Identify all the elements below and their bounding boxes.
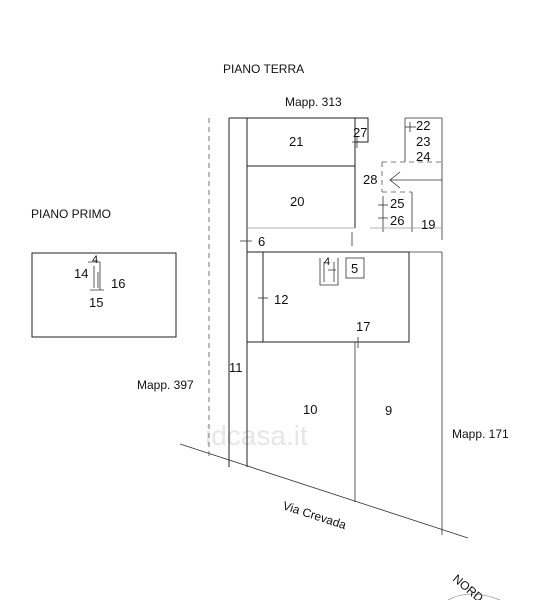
watermark: idcasa.it	[205, 420, 308, 451]
street-line	[179, 443, 469, 539]
room-label: 14	[74, 266, 88, 281]
room-label: 24	[416, 149, 430, 164]
room-label: 28	[363, 172, 377, 187]
stair-4-5	[319, 258, 339, 286]
room-label: 10	[303, 402, 317, 417]
room-label: 5	[351, 261, 358, 276]
room-label: 16	[111, 276, 125, 291]
room-label: 20	[290, 194, 304, 209]
room-5-outline	[345, 257, 365, 279]
block-12-17	[246, 251, 410, 343]
room-27-outline	[355, 117, 369, 143]
room-label: 4	[92, 254, 98, 266]
parcel-171-label: Mapp. 171	[452, 427, 509, 441]
room-label: 26	[390, 213, 404, 228]
room-label: 11	[229, 360, 243, 375]
parcel-397-label: Mapp. 397	[137, 378, 194, 392]
room-label: 25	[390, 196, 404, 211]
room-28-dashed	[381, 161, 442, 193]
ground-floor-title: PIANO TERRA	[223, 62, 304, 76]
room-label: 9	[385, 403, 392, 418]
parcel-313-label: Mapp. 313	[285, 95, 342, 109]
room-label: 17	[356, 319, 370, 334]
first-floor-title: PIANO PRIMO	[31, 207, 111, 221]
room-label: 6	[258, 234, 265, 249]
room-label: 22	[416, 118, 430, 133]
room-label: 4	[324, 256, 330, 268]
room-label: 21	[289, 134, 303, 149]
room-label: 12	[274, 292, 288, 307]
room-label: 15	[89, 295, 103, 310]
rooms-22-24-outline	[404, 117, 443, 240]
first-floor-outline	[31, 252, 177, 338]
room-label: 19	[421, 217, 435, 232]
first-floor-stair	[88, 261, 104, 291]
north-arc	[447, 593, 501, 600]
room-28-arrow	[389, 171, 442, 189]
room-label: 23	[416, 134, 430, 149]
room-label: 27	[353, 125, 367, 140]
rooms-25-26-outline	[382, 192, 413, 232]
north-label: NORD	[450, 572, 486, 600]
street-label: Via Crevada	[281, 499, 348, 533]
